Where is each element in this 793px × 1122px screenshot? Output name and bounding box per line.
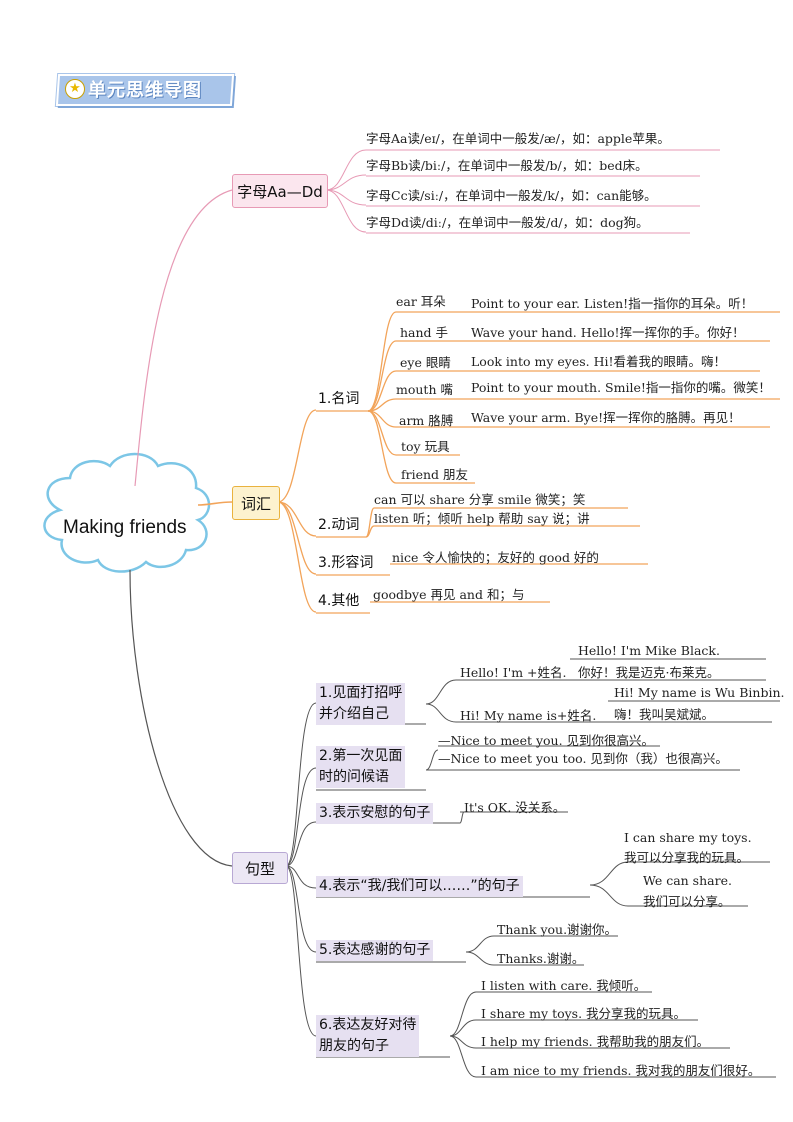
greet-example-zh: 你好！我是迈克·布莱克。 — [578, 665, 720, 680]
letter-item: 字母Bb读/biː/，在单词中一般发/b/，如：bed床。 — [366, 158, 648, 173]
we-can-a-zh: 我可以分享我的玩具。 — [624, 850, 750, 865]
noun-word: toy 玩具 — [401, 439, 450, 454]
others-label: 4.其他 — [318, 593, 360, 609]
noun-word: ear 耳朵 — [396, 294, 446, 309]
thanks-label: 5.表达感谢的句子 — [316, 940, 434, 961]
greet-example-zh: 嗨！我叫吴斌斌。 — [614, 707, 715, 722]
branch-sentences: 句型 — [232, 852, 288, 884]
verbs-line: can 可以 share 分享 smile 微笑；笑 — [374, 492, 586, 507]
branch-vocab-label: 词汇 — [240, 494, 271, 513]
friendly-item: I share my toys. 我分享我的玩具。 — [481, 1006, 687, 1021]
branch-vocab: 词汇 — [232, 486, 280, 520]
greet-label: 1.见面打招呼 并介绍自己 — [316, 683, 406, 725]
noun-example: Point to your mouth. Smile!指一指你的嘴。微笑！ — [471, 380, 771, 395]
adjectives-label: 3.形容词 — [318, 555, 374, 571]
noun-example: Look into my eyes. Hi!看着我的眼睛。嗨！ — [471, 354, 726, 369]
thanks-b: Thanks.谢谢。 — [497, 951, 585, 966]
star-icon: ★ — [65, 79, 85, 99]
branch-letters: 字母Aa—Dd — [232, 174, 328, 208]
friendly-label: 6.表达友好对待 朋友的句子 — [316, 1015, 420, 1057]
others-line: goodbye 再见 and 和；与 — [373, 587, 525, 602]
noun-example: Wave your hand. Hello!挥一挥你的手。你好！ — [471, 325, 745, 340]
friendly-item: I listen with care. 我倾听。 — [481, 978, 647, 993]
verbs-line: listen 听；倾听 help 帮助 say 说；讲 — [374, 511, 590, 526]
letter-item: 字母Cc读/siː/，在单词中一般发/k/，如：can能够。 — [366, 188, 657, 203]
noun-word: friend 朋友 — [401, 467, 469, 482]
first-meet-line: —Nice to meet you. 见到你很高兴。 — [438, 733, 655, 748]
center-topic: Making friends — [63, 517, 187, 538]
letter-item: 字母Dd读/diː/，在单词中一般发/d/，如：dog狗。 — [366, 215, 649, 230]
branch-sentences-label: 句型 — [244, 859, 275, 878]
we-can-label: 4.表示“我/我们可以……”的句子 — [316, 876, 523, 897]
we-can-b-zh: 我们可以分享。 — [643, 894, 731, 909]
verbs-label: 2.动词 — [318, 517, 360, 533]
branch-letters-label: 字母Aa—Dd — [237, 182, 323, 201]
we-can-b-en: We can share. — [643, 873, 732, 888]
thanks-a: Thank you.谢谢你。 — [497, 922, 618, 937]
nouns-label: 1.名词 — [318, 391, 360, 407]
friendly-item: I help my friends. 我帮助我的朋友们。 — [481, 1034, 710, 1049]
letter-item: 字母Aa读/eɪ/，在单词中一般发/æ/，如：apple苹果。 — [366, 131, 670, 146]
noun-word: hand 手 — [400, 325, 449, 340]
cloud-shape — [43, 452, 211, 573]
comfort-label: 3.表示安慰的句子 — [316, 803, 434, 824]
noun-word: mouth 嘴 — [396, 382, 453, 397]
greet-example-en: Hi! My name is Wu Binbin. — [614, 685, 785, 700]
friendly-item: I am nice to my friends. 我对我的朋友们很好。 — [481, 1063, 761, 1078]
noun-word: arm 胳膊 — [399, 413, 454, 428]
comfort-line: It's OK. 没关系。 — [464, 800, 566, 815]
page-title: 单元思维导图 — [88, 80, 202, 101]
greet-pattern: Hi! My name is+姓名. — [460, 708, 597, 723]
noun-word: eye 眼睛 — [400, 355, 451, 370]
noun-example: Wave your arm. Bye!挥一挥你的胳膊。再见！ — [471, 410, 741, 425]
greet-example-en: Hello! I'm Mike Black. — [578, 643, 720, 658]
first-meet-label: 2.第一次见面 时的问候语 — [316, 746, 406, 788]
greet-pattern: Hello! I'm +姓名. — [460, 665, 567, 680]
adjectives-line: nice 令人愉快的；友好的 good 好的 — [392, 550, 599, 565]
we-can-a-en: I can share my toys. — [624, 830, 752, 845]
first-meet-line: —Nice to meet you too. 见到你（我）也很高兴。 — [438, 751, 728, 766]
noun-example: Point to your ear. Listen!指一指你的耳朵。听！ — [471, 296, 754, 311]
